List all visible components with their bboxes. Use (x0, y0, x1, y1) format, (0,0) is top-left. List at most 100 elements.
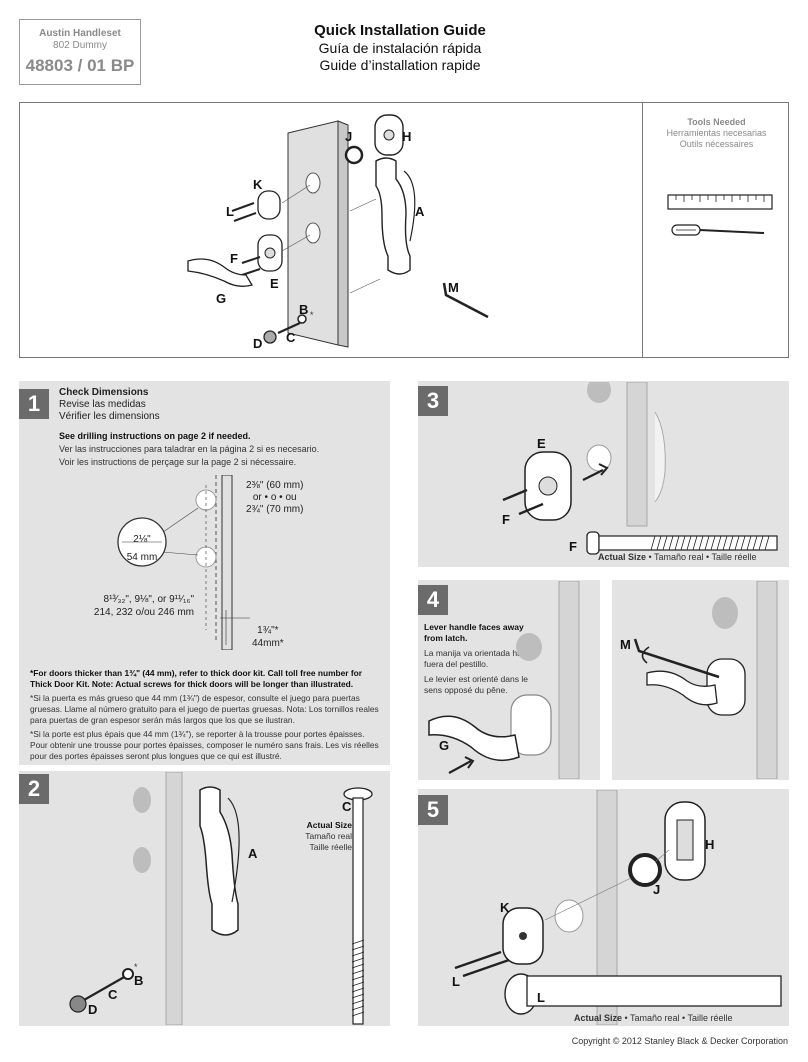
step1-note-fr: Voir les instructions de perçage sur la … (59, 457, 297, 467)
exploded-view (187, 114, 489, 348)
label-g: G (216, 291, 227, 306)
dim-spacing-1: 2⅜" (60 mm) (246, 480, 304, 491)
part-l-screw-2 (233, 212, 257, 222)
label-h: H (402, 129, 412, 144)
step1-title-en: Check Dimensions (59, 387, 149, 398)
step5-number: 5 (418, 795, 448, 825)
step2-grip (199, 786, 239, 936)
model-variant: 802 Dummy (53, 40, 107, 51)
step5-label-h: H (705, 837, 715, 852)
dim-bore-2: 54 mm (126, 552, 158, 563)
dim-spacing-2: or • o • ou (252, 492, 297, 503)
step2-actual-fr: Taille réelle (309, 842, 352, 852)
step4-lever (428, 715, 520, 762)
step3-label-e: E (537, 436, 546, 451)
step2-label-b: B (134, 973, 144, 988)
step1-note-es: Ver las instrucciones para taladrar en l… (59, 444, 320, 454)
step1-title-es: Revise las medidas (59, 399, 146, 410)
dim-thickness: 1¾"* 44mm* (252, 624, 284, 650)
dim-bore: 2⅛" 54 mm (118, 531, 166, 567)
footnote-en: *For doors thicker than 1¾" (44 mm), ref… (30, 668, 363, 689)
label-f: F (230, 251, 238, 266)
step1-number: 1 (19, 389, 49, 419)
dim-height-2: 214, 232 o/ou 246 mm (93, 607, 194, 618)
dim-spacing-3: 2¾" (70 mm) (246, 504, 304, 515)
step4-right-illustration (633, 581, 778, 779)
step2-b-mark: * (134, 962, 138, 972)
step2-actual-screw (352, 797, 364, 1025)
part-g-lever (187, 258, 253, 287)
label-j: J (345, 129, 353, 144)
step2-label-c: C (108, 987, 118, 1002)
step5-caption: Actual Size • Tamaño real • Taille réell… (574, 1013, 733, 1023)
step4-number: 4 (418, 585, 448, 615)
part-j-ring (344, 145, 364, 165)
step5-label-j: J (653, 882, 661, 897)
step3-number: 3 (418, 386, 448, 416)
label-c: C (286, 330, 296, 345)
step4-left-illustration (428, 581, 580, 779)
step2-illustration (69, 772, 373, 1025)
bore-hole-upper (305, 172, 321, 194)
label-k: K (253, 177, 263, 192)
step1-footnote: *For doors thicker than 1¾" (44 mm), ref… (30, 668, 382, 765)
step5-caption-bold: Actual Size (574, 1013, 623, 1023)
title-es: Guía de instalación rápida (318, 40, 482, 56)
step5-illustration (454, 790, 782, 1025)
dim-height: 8¹³⁄₃₂", 9⅛", or 9¹¹⁄₁₆" 214, 232 o/ou 2… (60, 593, 194, 619)
step3-caption: Actual Size • Tamaño real • Taille réell… (598, 552, 757, 562)
footnote-es: *Si la puerta es más grueso que 44 mm (1… (30, 693, 379, 725)
part-k-plate (257, 190, 281, 220)
dim-thick-1: 1¾"* (257, 625, 279, 636)
step2-label-a: A (248, 846, 258, 861)
model-number: 48803 / 01 BP (25, 56, 135, 75)
step4-text-es: La manija va orientada hacia fuera del p… (424, 648, 533, 669)
step1-panel (19, 381, 390, 765)
dim-height-1: 8¹³⁄₃₂", 9⅛", or 9¹¹⁄₁₆" (103, 594, 194, 605)
label-d: D (253, 336, 263, 351)
step5-ring (628, 853, 662, 887)
step1-title: Check Dimensions Revise las medidas Véri… (59, 387, 379, 423)
step3-caption-bold: Actual Size (598, 552, 647, 562)
part-a-grip (375, 157, 411, 275)
step5-actual-screw (526, 975, 782, 1007)
dimension-diagram (117, 475, 250, 650)
step2-actual-es: Tamaño real (305, 831, 352, 841)
step4-label-m: M (620, 637, 631, 652)
step4-text-en: Lever handle faces away from latch. (424, 622, 524, 643)
label-l: L (226, 204, 234, 219)
door-edge (337, 120, 349, 348)
dim-bore-1: 2⅛" (133, 534, 151, 545)
bore-hole-lower (305, 222, 321, 244)
tools-title-en: Tools Needed (687, 117, 746, 127)
screwdriver-icon (671, 224, 765, 236)
step1-note-en: See drilling instructions on page 2 if n… (59, 431, 251, 441)
step3-actual-screw (598, 535, 778, 551)
step3-label-f: F (502, 512, 510, 527)
step1-title-fr: Vérifier les dimensions (59, 411, 160, 422)
step4-text: Lever handle faces away from latch. La m… (424, 622, 534, 700)
step4-text-fr: Le levier est orienté dans le sens oppos… (424, 674, 528, 695)
copyright: Copyright © 2012 Stanley Black & Decker … (571, 1036, 788, 1046)
dim-spacing: 2⅜" (60 mm) or • o • ou 2¾" (70 mm) (246, 480, 303, 516)
tools-title-es: Herramientas necesarias (666, 128, 767, 138)
part-m-wrench (442, 282, 489, 319)
step5-caption-rest: • Tamaño real • Taille réelle (622, 1013, 733, 1023)
model-box: Austin Handleset 802 Dummy 48803 / 01 BP (19, 19, 141, 85)
step2-actual-en: Actual Size (306, 820, 352, 830)
step5-label-k: K (500, 900, 510, 915)
part-l-screw-1 (231, 202, 255, 212)
parts-overview (19, 102, 789, 358)
title-en: Quick Installation Guide (314, 22, 486, 39)
step2-label-c-screw: C (342, 799, 352, 814)
dim-thick-2: 44mm* (252, 638, 284, 649)
tools-illustration (667, 194, 773, 236)
label-b-mark: * (310, 310, 314, 320)
step2-number: 2 (19, 774, 49, 804)
label-b: B (299, 302, 309, 317)
step3-caption-rest: • Tamaño real • Taille réelle (646, 552, 757, 562)
tools-title-fr: Outils nécessaires (679, 139, 754, 149)
model-name: Austin Handleset (39, 28, 121, 39)
step3-label-f-screw: F (569, 539, 577, 554)
tools-divider (642, 102, 643, 358)
